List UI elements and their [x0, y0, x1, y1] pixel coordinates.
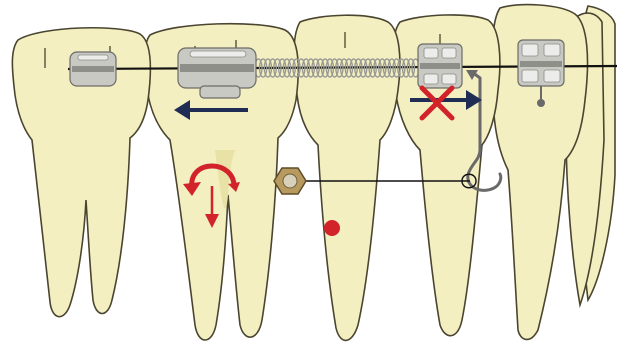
center-of-resistance-dot [324, 220, 340, 236]
bracket-pm1 [418, 44, 462, 88]
hex-anchor-screw [274, 168, 306, 194]
bracket-m2 [70, 52, 116, 86]
